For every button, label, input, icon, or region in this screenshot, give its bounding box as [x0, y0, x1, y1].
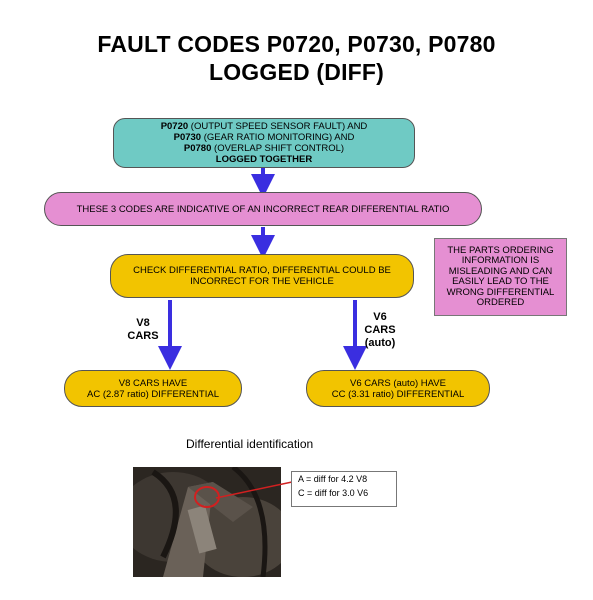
code-p0780-desc: (OVERLAP SHIFT CONTROL)	[211, 143, 345, 154]
code-p0730: P0730	[173, 132, 202, 143]
diff-legend: A = diff for 4.2 V8 C = diff for 3.0 V6	[291, 471, 397, 507]
code-p0720-desc: (OUTPUT SPEED SENSOR FAULT) AND	[188, 121, 368, 132]
legend-a: A = diff for 4.2 V8	[298, 474, 368, 484]
differential-photo	[133, 467, 281, 577]
code-p0730-desc: (GEAR RATIO MONITORING) AND	[201, 132, 355, 143]
check-ratio-box: CHECK DIFFERENTIAL RATIO, DIFFERENTIAL C…	[110, 254, 414, 298]
code-p0780: P0780	[183, 143, 212, 154]
title-line-2: LOGGED (DIFF)	[208, 59, 385, 85]
differential-photo-illustration	[133, 467, 281, 577]
v6-branch-label: V6 CARS (auto)	[364, 311, 396, 349]
code-p0720: P0720	[160, 121, 189, 132]
check-line-2: INCORRECT FOR THE VEHICLE	[190, 276, 334, 287]
fault-codes-box: P0720 (OUTPUT SPEED SENSOR FAULT) AND P0…	[113, 118, 415, 168]
v8-branch-label: V8 CARS	[127, 317, 159, 342]
legend-c: C = diff for 3.0 V6	[298, 488, 369, 498]
title-line-1: FAULT CODES P0720, P0730, P0780	[97, 31, 496, 57]
v6-result-box: V6 CARS (auto) HAVE CC (3.31 ratio) DIFF…	[306, 370, 490, 407]
photo-caption: Differential identification	[186, 437, 314, 451]
legend-pointer	[215, 481, 293, 499]
check-line-1: CHECK DIFFERENTIAL RATIO, DIFFERENTIAL C…	[133, 265, 391, 276]
v8-result-box: V8 CARS HAVE AC (2.87 ratio) DIFFERENTIA…	[64, 370, 242, 407]
indicative-box: THESE 3 CODES ARE INDICATIVE OF AN INCOR…	[44, 192, 482, 226]
diagram-title: FAULT CODES P0720, P0730, P0780 LOGGED (…	[0, 30, 593, 86]
parts-ordering-note: THE PARTS ORDERING INFORMATION IS MISLEA…	[434, 238, 567, 316]
logged-together: LOGGED TOGETHER	[215, 154, 313, 165]
